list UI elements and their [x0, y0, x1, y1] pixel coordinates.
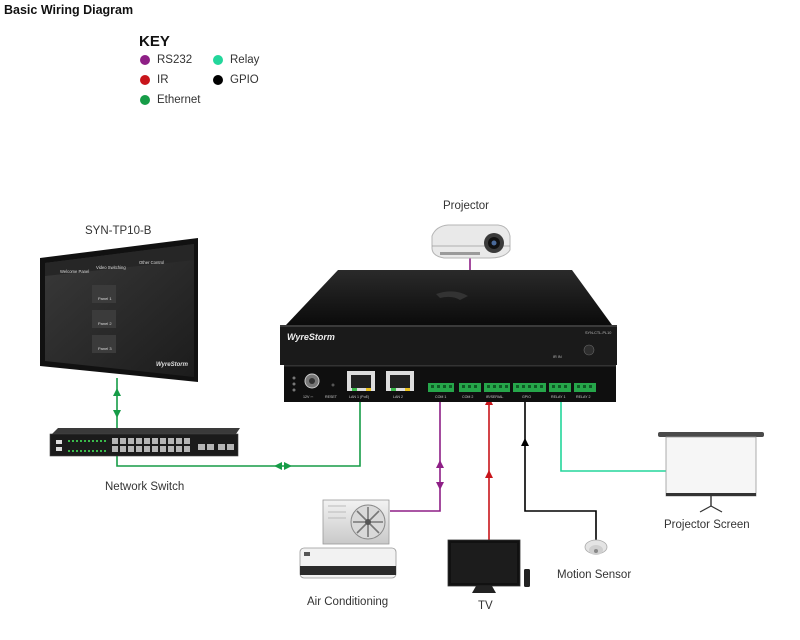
- projector-label: Projector: [443, 200, 490, 212]
- panel-brand-logo: WyreStorm: [156, 362, 189, 368]
- port-label-com1: COM 1: [435, 395, 446, 399]
- reset-button[interactable]: [331, 383, 335, 387]
- projector-device: [431, 224, 511, 259]
- ir-arrow-icon: [485, 470, 493, 478]
- panel-button-1[interactable]: [92, 285, 116, 303]
- key-label: IR: [157, 74, 169, 86]
- panel-button-3[interactable]: [92, 335, 116, 353]
- svg-text:Panel 2: Panel 2: [98, 321, 112, 326]
- port-label-power: 12V ⎓: [303, 395, 313, 399]
- tv-label: TV: [478, 600, 493, 612]
- port-label-relay2: RELAY 2: [576, 395, 590, 399]
- network-switch-label: Network Switch: [105, 481, 185, 493]
- tv-device: [447, 539, 530, 593]
- key-label: Ethernet: [157, 94, 201, 106]
- air-conditioning-device: [299, 499, 397, 579]
- panel-tab-3[interactable]: Other Control: [139, 260, 164, 265]
- key-item-gpio: GPIO: [213, 74, 259, 86]
- gpio-link: [524, 396, 597, 540]
- panel-button-2[interactable]: [92, 310, 116, 328]
- svg-text:Panel 3: Panel 3: [98, 346, 112, 351]
- ethernet-dot-icon: [140, 95, 150, 105]
- ethernet-links: [116, 378, 361, 467]
- port-label-gpio: GPIO: [522, 395, 531, 399]
- key-item-relay: Relay: [213, 54, 259, 66]
- network-switch-device: [49, 428, 240, 457]
- motion-sensor-label: Motion Sensor: [557, 569, 632, 581]
- panel-tab-1[interactable]: Welcome Panel: [60, 269, 89, 274]
- controller-device: WyreStorm SYN-CTL-PL10 IR IN: [280, 270, 617, 402]
- svg-text:Panel 1: Panel 1: [98, 296, 112, 301]
- rs232-ac-link: [390, 396, 441, 512]
- key-item-rs232: RS232: [140, 54, 192, 66]
- relay-dot-icon: [213, 55, 223, 65]
- ir-in-label: IR IN: [553, 355, 562, 359]
- power-button[interactable]: [583, 344, 595, 356]
- port-label-reset: RESET: [325, 395, 338, 399]
- touch-panel: Welcome Panel Video Switching Other Cont…: [40, 238, 198, 382]
- rs232-dot-icon: [140, 55, 150, 65]
- controller-model: SYN-CTL-PL10: [585, 331, 611, 335]
- key-item-ir: IR: [140, 74, 169, 86]
- key-heading: KEY: [139, 33, 170, 50]
- diagram-title: Basic Wiring Diagram: [4, 3, 134, 17]
- projector-screen-label: Projector Screen: [664, 519, 750, 531]
- port-label-lan1: LAN 1 (PoE): [349, 395, 369, 399]
- ethernet-arrow-icons: [113, 388, 292, 470]
- projector-screen-device: [658, 432, 764, 513]
- gpio-dot-icon: [213, 75, 223, 85]
- rs232-ac-arrow-icons: [436, 460, 444, 490]
- motion-sensor-device: [584, 539, 608, 555]
- port-label-com2: COM 2: [462, 395, 473, 399]
- controller-brand-logo: WyreStorm: [287, 332, 335, 342]
- air-conditioning-label: Air Conditioning: [307, 596, 389, 608]
- key-label: Relay: [230, 54, 260, 66]
- key-item-ethernet: Ethernet: [140, 94, 200, 106]
- port-label-lan2: LAN 2: [393, 395, 403, 399]
- gpio-arrow-icon: [521, 438, 529, 446]
- port-label-relay1: RELAY 1: [551, 395, 565, 399]
- key-label: RS232: [157, 54, 193, 66]
- relay-link: [560, 394, 666, 472]
- touch-panel-label: SYN-TP10-B: [85, 225, 152, 237]
- panel-tab-2[interactable]: Video Switching: [96, 265, 126, 270]
- port-label-ir: IR/SERIAL: [486, 395, 503, 399]
- ir-terminal: [484, 383, 510, 392]
- key-label: GPIO: [230, 74, 259, 86]
- com1-terminal: [428, 383, 454, 392]
- ir-dot-icon: [140, 75, 150, 85]
